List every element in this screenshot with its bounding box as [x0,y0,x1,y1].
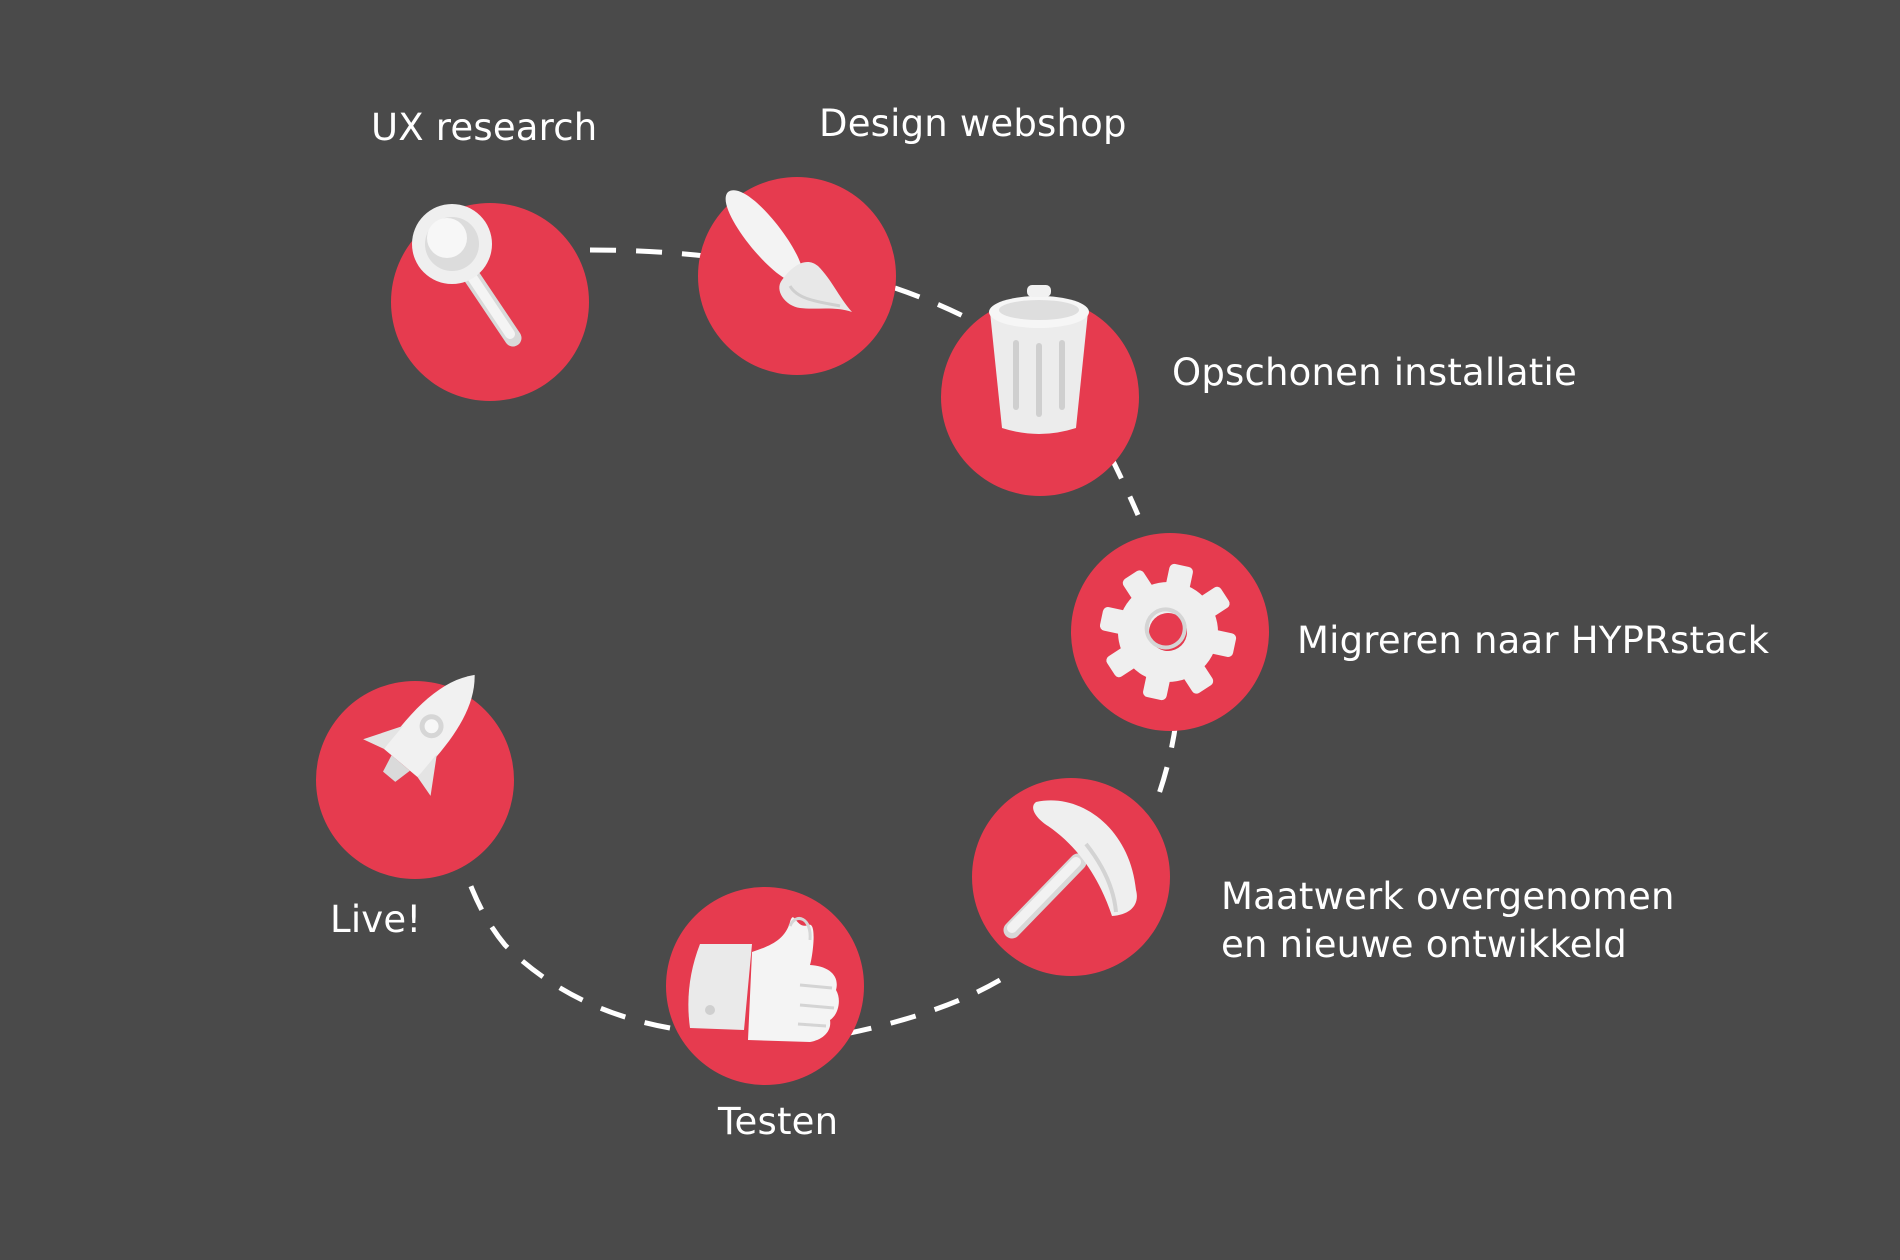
step-label-design-webshop: Design webshop [819,102,1127,145]
step-label-ux-research: UX research [371,106,598,149]
step-label-maatwerk: Maatwerk overgenomen en nieuwe ontwikkel… [1221,873,1675,969]
pickaxe-icon [1003,800,1137,939]
step-label-maatwerk-line-2: en nieuwe ontwikkeld [1221,923,1627,966]
connector-maatwerk-testen [839,977,1002,1038]
magnifier-icon [412,204,522,347]
trash-bin-icon [989,285,1089,434]
connector-testen-live [462,869,671,1031]
step-opschonen-installatie [941,285,1139,496]
connector-ux-design [589,247,706,259]
step-label-testen: Testen [718,1100,839,1143]
step-ux-research [391,203,589,401]
connector-opschonen-migreren [1107,453,1141,516]
gear-icon [1099,563,1237,701]
step-label-maatwerk-line-1: Maatwerk overgenomen [1221,875,1675,918]
paintbrush-icon [725,190,852,312]
step-migreren-hyprstack [1071,533,1269,731]
step-live [316,674,514,879]
step-circle [316,681,514,879]
step-testen [666,887,864,1085]
step-maatwerk [972,778,1170,976]
step-label-migreren-hyprstack: Migreren naar HYPRstack [1297,619,1770,662]
step-design-webshop [698,177,896,375]
thumbs-up-icon [688,917,839,1042]
step-label-live: Live! [330,898,422,941]
rocket-icon [363,674,475,796]
step-label-opschonen-installatie: Opschonen installatie [1172,351,1577,394]
connector-migreren-maatwerk [1152,721,1179,806]
